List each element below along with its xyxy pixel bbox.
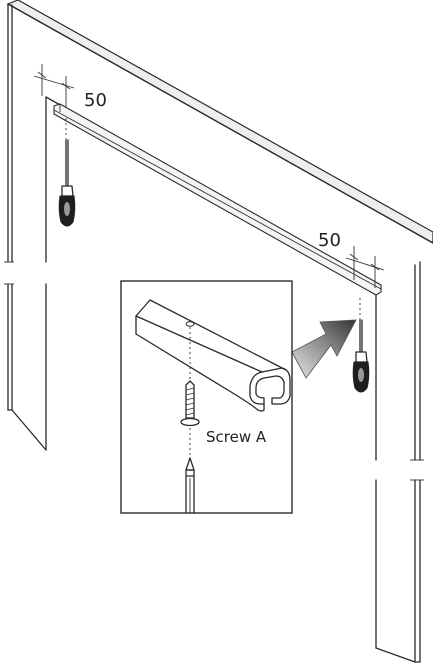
detail-inset: Screw A	[120, 280, 293, 514]
dimension-right-label: 50	[318, 230, 341, 251]
callout-arrow	[291, 319, 357, 379]
screw-a-label: Screw A	[206, 428, 267, 446]
inset-screwdriver	[185, 457, 195, 514]
screwdriver-left	[58, 118, 76, 227]
screw-hole	[185, 321, 195, 327]
inset-border	[120, 280, 293, 514]
screwdriver-right	[352, 298, 370, 393]
dimension-left-label: 50	[84, 90, 107, 111]
dimension-right: 50	[318, 230, 385, 288]
screw-a: Screw A	[180, 380, 267, 456]
right-jamb	[375, 261, 424, 663]
left-jamb	[4, 4, 47, 451]
rail-profile	[135, 299, 291, 412]
dimension-left: 50	[33, 64, 107, 111]
rail	[53, 103, 382, 296]
